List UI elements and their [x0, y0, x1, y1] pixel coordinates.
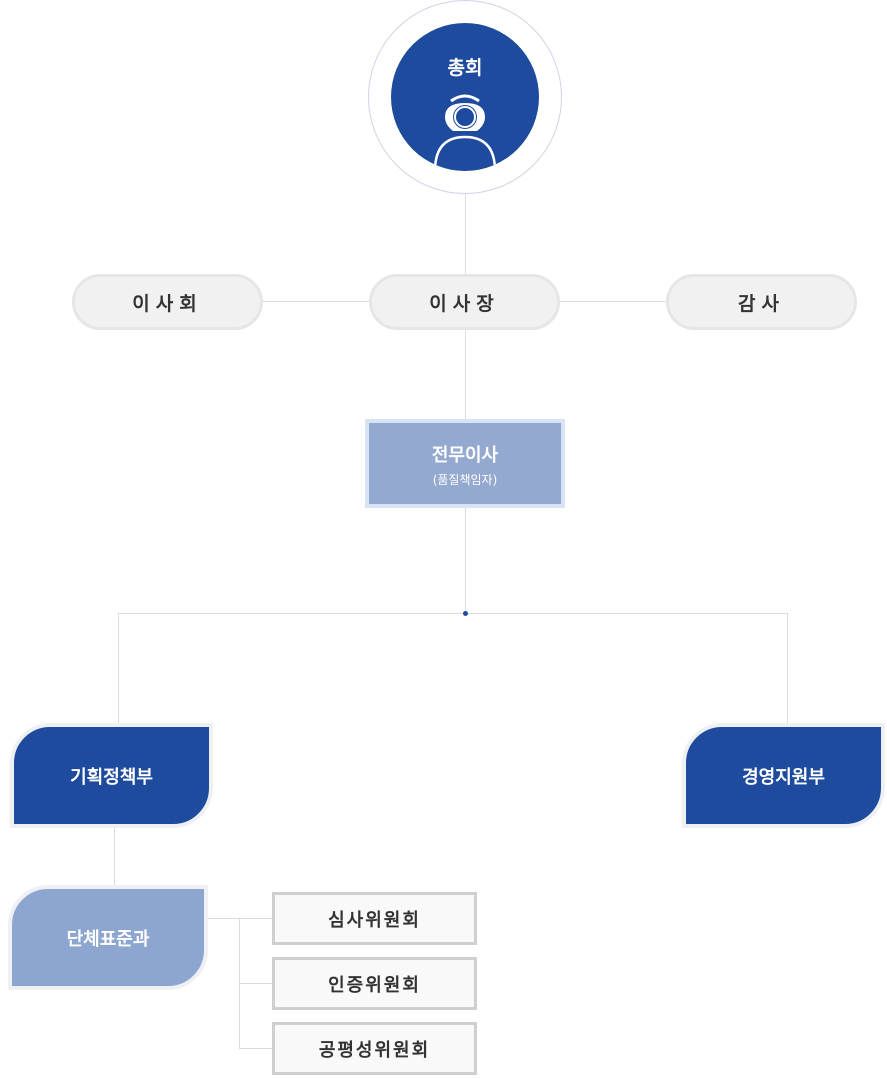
connector: [465, 508, 466, 613]
connector: [118, 613, 119, 725]
junction-dot: [463, 611, 468, 616]
board-node[interactable]: 이사회: [72, 274, 263, 330]
executive-director-node[interactable]: 전무이사 (품질책임자): [365, 419, 565, 508]
connector: [118, 613, 788, 614]
impartiality-committee-node[interactable]: 공평성위원회: [272, 1022, 477, 1075]
connector: [239, 983, 272, 984]
connector: [239, 1048, 272, 1049]
review-committee-node[interactable]: 심사위원회: [272, 892, 477, 945]
connector: [560, 301, 666, 302]
auditor-node[interactable]: 감사: [666, 274, 857, 330]
general-assembly-label: 총회: [447, 57, 483, 79]
chairman-node[interactable]: 이사장: [369, 274, 560, 330]
management-support-dept-node[interactable]: 경영지원부: [682, 723, 885, 828]
general-assembly-node[interactable]: 총회: [391, 23, 539, 171]
executive-director-sublabel: (품질책임자): [432, 473, 498, 487]
certification-committee-node[interactable]: 인증위원회: [272, 957, 477, 1010]
executive-director-label: 전무이사: [431, 445, 499, 466]
planning-policy-dept-node[interactable]: 기획정책부: [10, 723, 213, 828]
connector: [787, 613, 788, 725]
connector: [114, 828, 115, 886]
group-standards-division-node[interactable]: 단체표준과: [8, 885, 208, 990]
connector: [263, 301, 369, 302]
person-headset-icon: [433, 94, 497, 171]
